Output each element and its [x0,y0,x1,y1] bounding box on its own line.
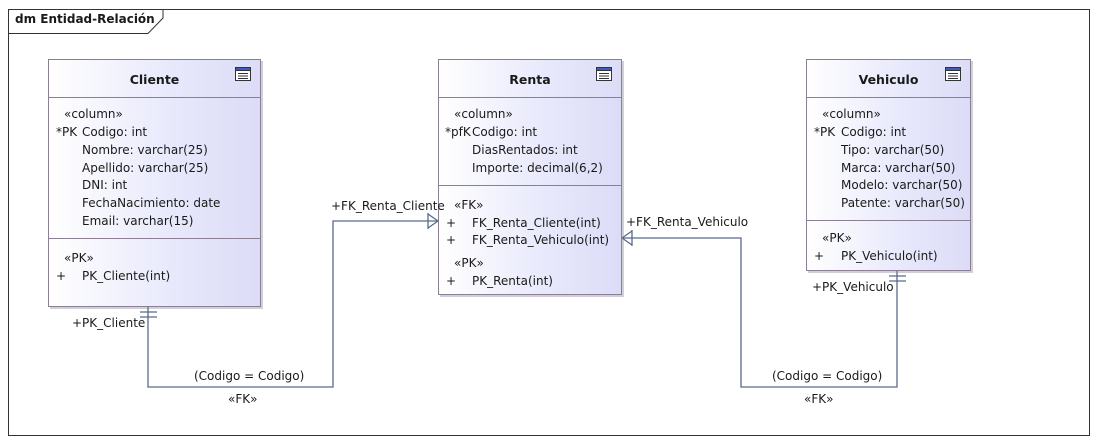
column-row: Nombre: varchar(25) [82,143,208,157]
stereotype-label: «column» [454,107,513,121]
column-row: Apellido: varchar(25) [82,161,209,175]
column-row: Codigo: int [841,125,907,139]
diagram-frame [8,9,1090,436]
columns-section: «column» *pfK Codigo: int DiasRentados: … [439,98,621,186]
columns-section: «column» *PK Codigo: int Tipo: varchar(5… [807,98,970,221]
operation-row: PK_Vehiculo(int) [841,249,938,263]
table-icon [596,67,612,81]
stereotype-label: «PK» [454,256,484,270]
column-row: DNI: int [82,178,128,192]
column-row: Codigo: int [472,125,538,139]
role-label-fk-renta-cliente: +FK_Renta_Cliente [331,199,445,213]
columns-section: «column» *PK Codigo: int Nombre: varchar… [49,98,260,239]
column-key: *PK [56,125,78,139]
stereotype-label: «column» [64,107,123,121]
table-icon [945,67,961,81]
pk-section: «PK» + PK_Vehiculo(int) [807,221,970,272]
operation-row: FK_Renta_Vehiculo(int) [472,233,610,247]
many-marker-renta-vehiculo [621,230,633,239]
column-row: Marca: varchar(50) [841,161,956,175]
role-label-pk-cliente: +PK_Cliente [72,316,146,330]
column-row: Modelo: varchar(50) [841,178,963,192]
role-label-pk-vehiculo: +PK_Vehiculo [812,280,894,294]
stereotype-label: «column» [822,107,881,121]
visibility-marker: + [56,269,67,283]
column-row: FechaNacimiento: date [82,196,221,210]
stereotype-label: «PK» [64,251,94,265]
entity-name: Cliente [129,72,180,87]
column-row: DiasRentados: int [472,143,578,157]
visibility-marker: + [814,249,825,263]
stereotype-label: «PK» [822,231,852,245]
operation-row: PK_Cliente(int) [82,269,171,283]
many-marker-renta-cliente [427,213,439,222]
column-row: Codigo: int [82,125,148,139]
relation-line-cliente-renta [147,220,438,388]
visibility-marker: + [446,274,457,288]
entity-vehiculo[interactable]: Vehiculo «column» *PK Codigo: int Tipo: … [806,59,971,271]
visibility-marker: + [446,233,457,247]
visibility-marker: + [446,216,457,230]
condition-label: (Codigo = Codigo) [194,369,305,383]
table-icon [235,67,251,81]
relation-line-vehiculo-renta [622,237,898,388]
stereotype-label: «FK» [454,198,484,212]
column-key: *PK [814,125,836,139]
role-label-fk-renta-vehiculo: +FK_Renta_Vehiculo [626,215,749,229]
fk-stereotype-label: «FK» [804,392,834,406]
column-key: *pfK [445,125,471,139]
condition-label: (Codigo = Codigo) [772,369,883,383]
column-row: Patente: varchar(50) [841,196,965,210]
column-row: Email: varchar(15) [82,214,194,228]
pk-section: «PK» + PK_Cliente(int) [49,239,260,307]
entity-header: Vehiculo [807,60,970,98]
column-row: Tipo: varchar(50) [841,143,945,157]
entity-header: Cliente [49,60,260,98]
diagram-title: dm Entidad-Relación [15,12,155,26]
entity-renta[interactable]: Renta «column» *pfK Codigo: int DiasRent… [438,59,622,295]
fk-pk-section: «FK» + FK_Renta_Cliente(int) + FK_Renta_… [439,186,621,296]
operation-row: FK_Renta_Cliente(int) [472,216,601,230]
column-row: Importe: decimal(6,2) [472,161,603,175]
operation-row: PK_Renta(int) [472,274,553,288]
entity-header: Renta [439,60,621,98]
entity-name: Renta [509,72,551,87]
fk-stereotype-label: «FK» [228,392,258,406]
entity-cliente[interactable]: Cliente «column» *PK Codigo: int Nombre:… [48,59,261,307]
entity-name: Vehiculo [858,72,919,87]
